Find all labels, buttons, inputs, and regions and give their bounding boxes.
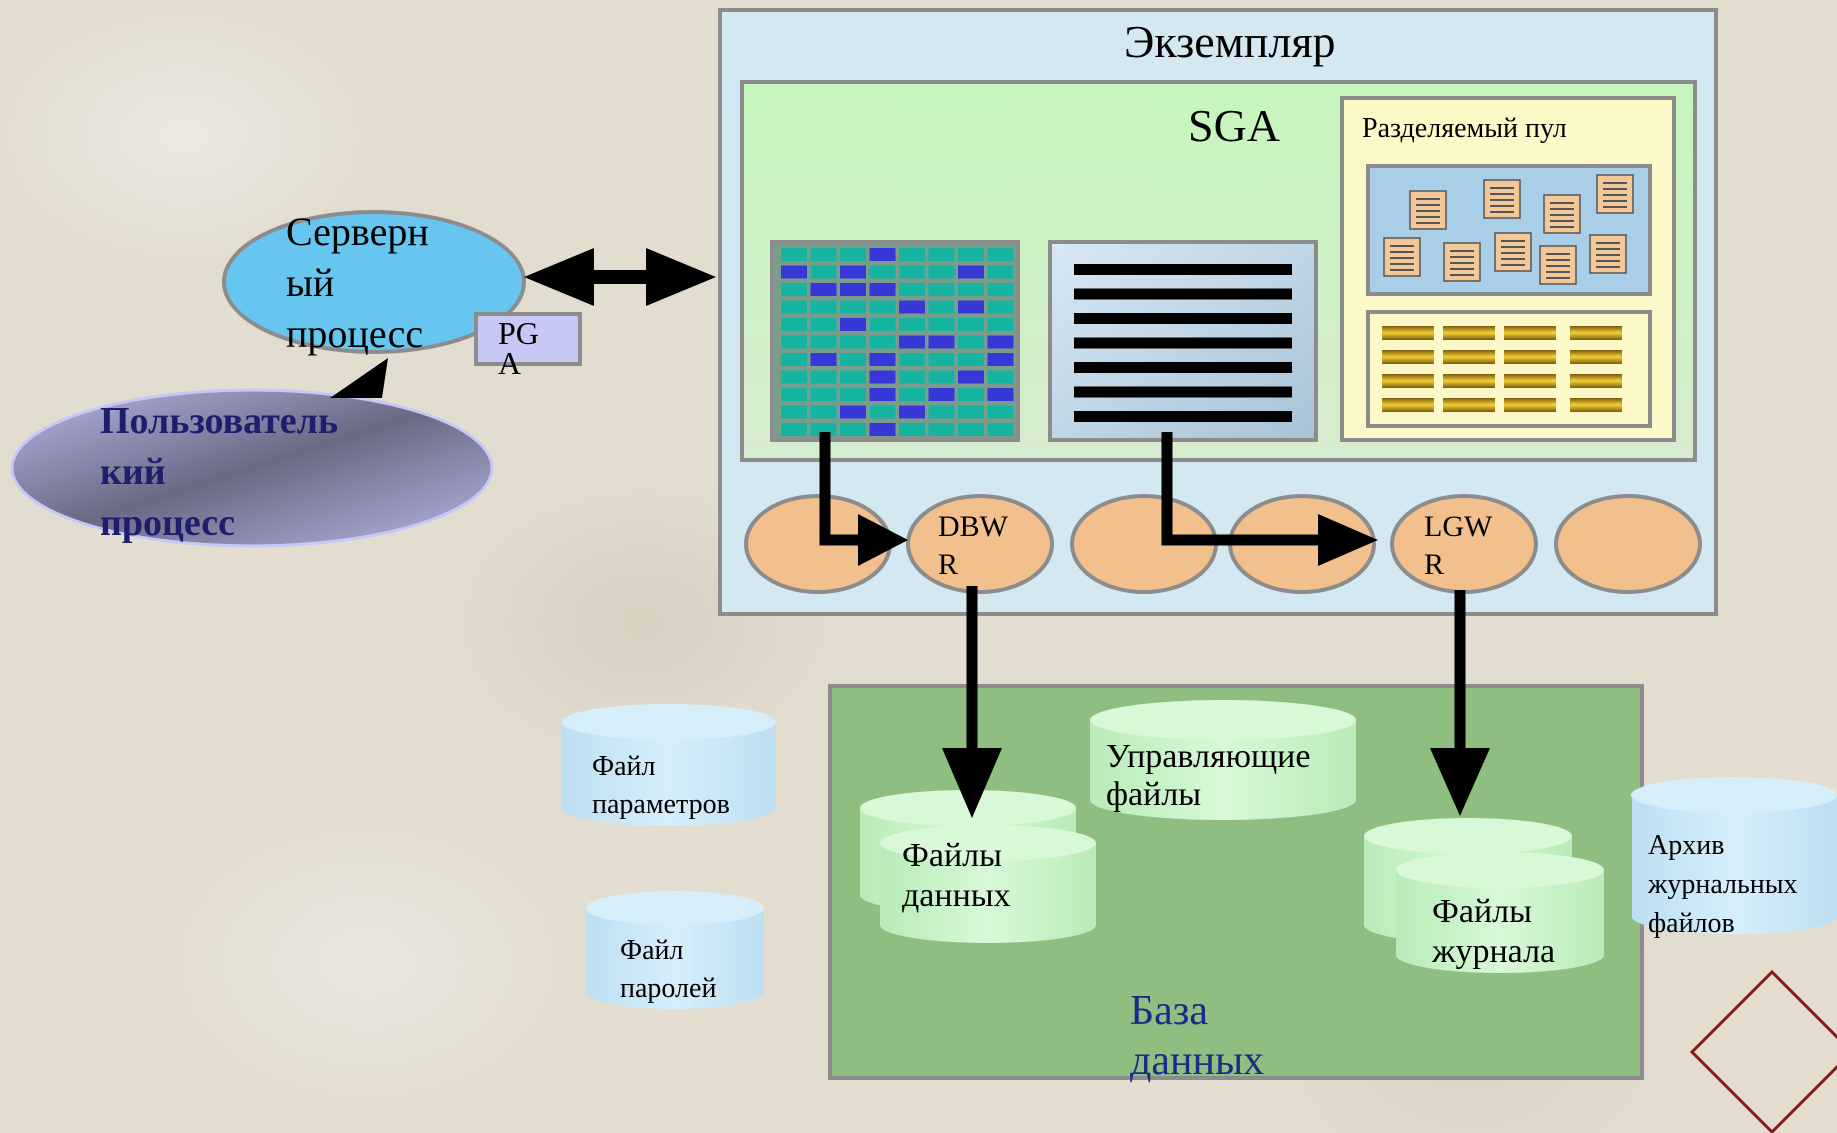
dbwr-label: DBW R — [938, 510, 1008, 581]
parameter-file-label: Файл параметров — [592, 751, 730, 820]
archived-logs-cylinder — [1631, 777, 1837, 935]
redo-to-lgwr-arrow — [1161, 432, 1378, 566]
sga-title: SGA — [1188, 100, 1281, 151]
database-title: База данных — [1130, 988, 1265, 1084]
server-process-label: Серверн ый процесс — [286, 209, 429, 356]
password-file-cylinder — [586, 891, 764, 1009]
dbwr-to-datafiles-arrow — [942, 586, 1002, 818]
instance-title: Экземпляр — [1124, 16, 1336, 67]
lgwr-label: LGW R — [1424, 510, 1493, 581]
user-to-server-arrow — [330, 358, 388, 398]
buffer-to-dbwr-arrow — [819, 432, 908, 566]
server-process-ellipse — [222, 210, 526, 354]
user-process-ellipse — [10, 388, 494, 548]
lgwr-to-redologs-arrow — [1430, 590, 1490, 816]
server-sga-double-arrow — [524, 248, 716, 306]
password-file-label: Файл паролей — [620, 935, 717, 1004]
decorative-diamond — [1689, 969, 1837, 1133]
dbwr-process — [906, 494, 1054, 594]
data-dictionary-cache — [1366, 310, 1652, 428]
pga-box — [474, 312, 582, 366]
user-process-label: Пользователь кий процесс — [100, 400, 339, 544]
background-process-6 — [1554, 494, 1702, 594]
parameter-file-cylinder — [562, 704, 776, 826]
database-buffer-cache — [770, 240, 1020, 442]
redo-log-files-label: Файлы журнала — [1432, 893, 1556, 970]
redo-log-files-cylinder — [1364, 818, 1604, 973]
control-files-label: Управляющие файлы — [1106, 738, 1311, 813]
data-files-cylinder — [860, 790, 1096, 943]
redo-log-buffer — [1048, 240, 1318, 442]
control-files-cylinder — [1090, 700, 1356, 820]
data-files-label: Файлы данных — [902, 837, 1011, 914]
archived-logs-label: Архив журнальных файлов — [1648, 830, 1798, 939]
pga-label: PG A — [498, 315, 539, 381]
library-cache — [1366, 164, 1652, 296]
shared-pool-title: Разделяемый пул — [1362, 113, 1567, 144]
